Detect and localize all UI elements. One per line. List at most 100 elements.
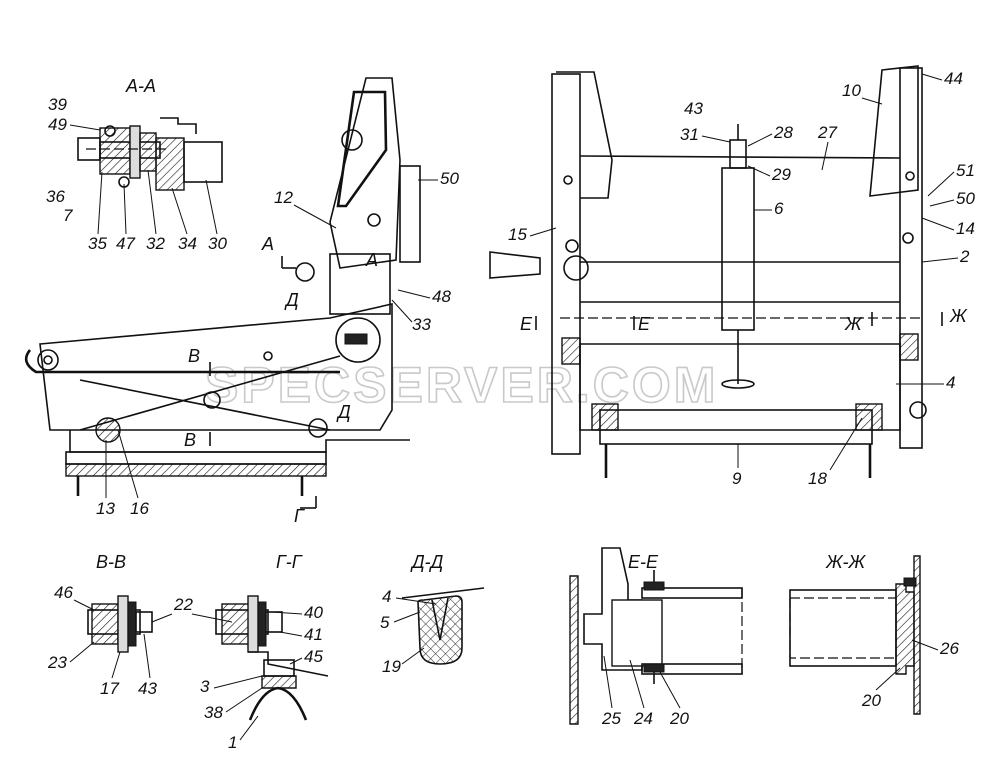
callout-38: 38 [204,703,223,722]
callouts-side: 12 50 48 33 13 16 [96,169,459,518]
tube-30 [183,141,223,183]
right-head-bracket [869,65,919,197]
callout-40: 40 [304,603,323,622]
callout-10: 10 [842,81,861,100]
callout-50: 50 [956,189,975,208]
section-g-g: Г-Г 40 41 45 3 38 1 [200,552,329,752]
section-b-b: В-В 46 23 17 43 22 [47,552,233,698]
callout-39: 39 [48,95,67,114]
section-title-b-b: В-В [96,552,126,572]
spacer [139,132,157,172]
side-view-cut-marks: А А Д Д В В Г [184,234,378,526]
spring-base [248,686,308,721]
cut-mark-a-2: А [365,250,378,270]
callout-13: 13 [96,499,115,518]
tube-section [789,589,897,667]
callout-2: 2 [959,247,970,266]
callout-30: 30 [208,234,227,253]
callout-25: 25 [601,709,621,728]
side-view [24,77,421,496]
callout-43: 43 [138,679,157,698]
pivot-cover [335,317,381,363]
callout-7: 7 [63,206,73,225]
callout-26: 26 [939,639,959,658]
handle-plate [489,251,541,279]
callout-50: 50 [440,169,459,188]
callout-1: 1 [228,733,237,752]
cut-mark-a-1: А [261,234,274,254]
rail-upper [65,451,327,465]
cut-mark-b-2: В [184,430,196,450]
callout-36: 36 [46,187,65,206]
callout-23: 23 [47,653,67,672]
front-view-cut-marks: Е Е Ж Ж [520,306,968,334]
callout-35: 35 [88,234,107,253]
callout-18: 18 [808,469,827,488]
section-title-zh-zh: Ж-Ж [825,552,867,572]
callout-14: 14 [956,219,975,238]
section-zh-zh: Ж-Ж 26 20 [789,552,959,715]
bracket-top [160,117,197,134]
section-title-d-d: Д-Д [410,552,444,572]
clamp [155,137,185,191]
callouts-a-a: 39 49 36 7 35 47 32 34 30 [46,95,227,253]
callout-33: 33 [412,315,431,334]
callout-4: 4 [946,373,955,392]
washer [129,125,141,179]
section-a-a: А-А [77,76,223,191]
callouts-front: 43 31 28 27 10 44 29 51 50 6 14 15 2 4 1… [508,69,975,488]
callout-32: 32 [146,234,165,253]
left-post [551,73,581,455]
cut-mark-e-1: Е [520,314,533,334]
callout-16: 16 [130,499,149,518]
bushing-left [99,127,131,175]
section-title-g-g: Г-Г [276,552,303,572]
callout-5: 5 [380,613,390,632]
section-e-e: Е-Е 25 24 20 [569,547,743,728]
callout-41: 41 [304,625,323,644]
callout-12: 12 [274,188,293,207]
callout-46: 46 [54,583,73,602]
callout-28: 28 [773,123,793,142]
callout-34: 34 [178,234,197,253]
callout-3: 3 [200,677,210,696]
front-view [489,65,927,478]
callout-44: 44 [944,69,963,88]
cushion-insert [417,595,463,665]
backrest-bracket [329,77,401,269]
seat-pan [579,343,901,431]
callout-51: 51 [956,161,975,180]
lever-arm [24,349,340,374]
rail-lower [65,463,327,477]
section-d-d: Д-Д 4 5 19 [380,552,485,676]
callout-29: 29 [771,165,791,184]
cut-mark-e-2: Е [638,314,651,334]
callout-45: 45 [304,647,323,666]
frame-profile [583,547,643,671]
cut-mark-d-1: Д [284,290,299,310]
callout-19: 19 [382,657,401,676]
callout-22: 22 [173,595,193,614]
callout-20: 20 [861,691,881,710]
lower-tube [599,409,873,445]
top-bar [579,155,901,159]
watermark: SPECSERVER.COM [205,357,718,413]
callout-15: 15 [508,225,527,244]
right-post [899,67,923,449]
callout-31: 31 [680,125,699,144]
callout-48: 48 [432,287,451,306]
callout-9: 9 [732,469,742,488]
backrest-side [399,165,421,263]
backrest-plate [336,90,388,208]
seat-frame [39,302,393,431]
left-head-bracket [556,71,613,199]
callout-17: 17 [100,679,119,698]
callout-49: 49 [48,115,67,134]
callout-27: 27 [817,123,837,142]
callout-4: 4 [382,587,391,606]
callout-20: 20 [669,709,689,728]
callout-24: 24 [633,709,653,728]
cut-mark-zh-2: Ж [949,306,968,326]
